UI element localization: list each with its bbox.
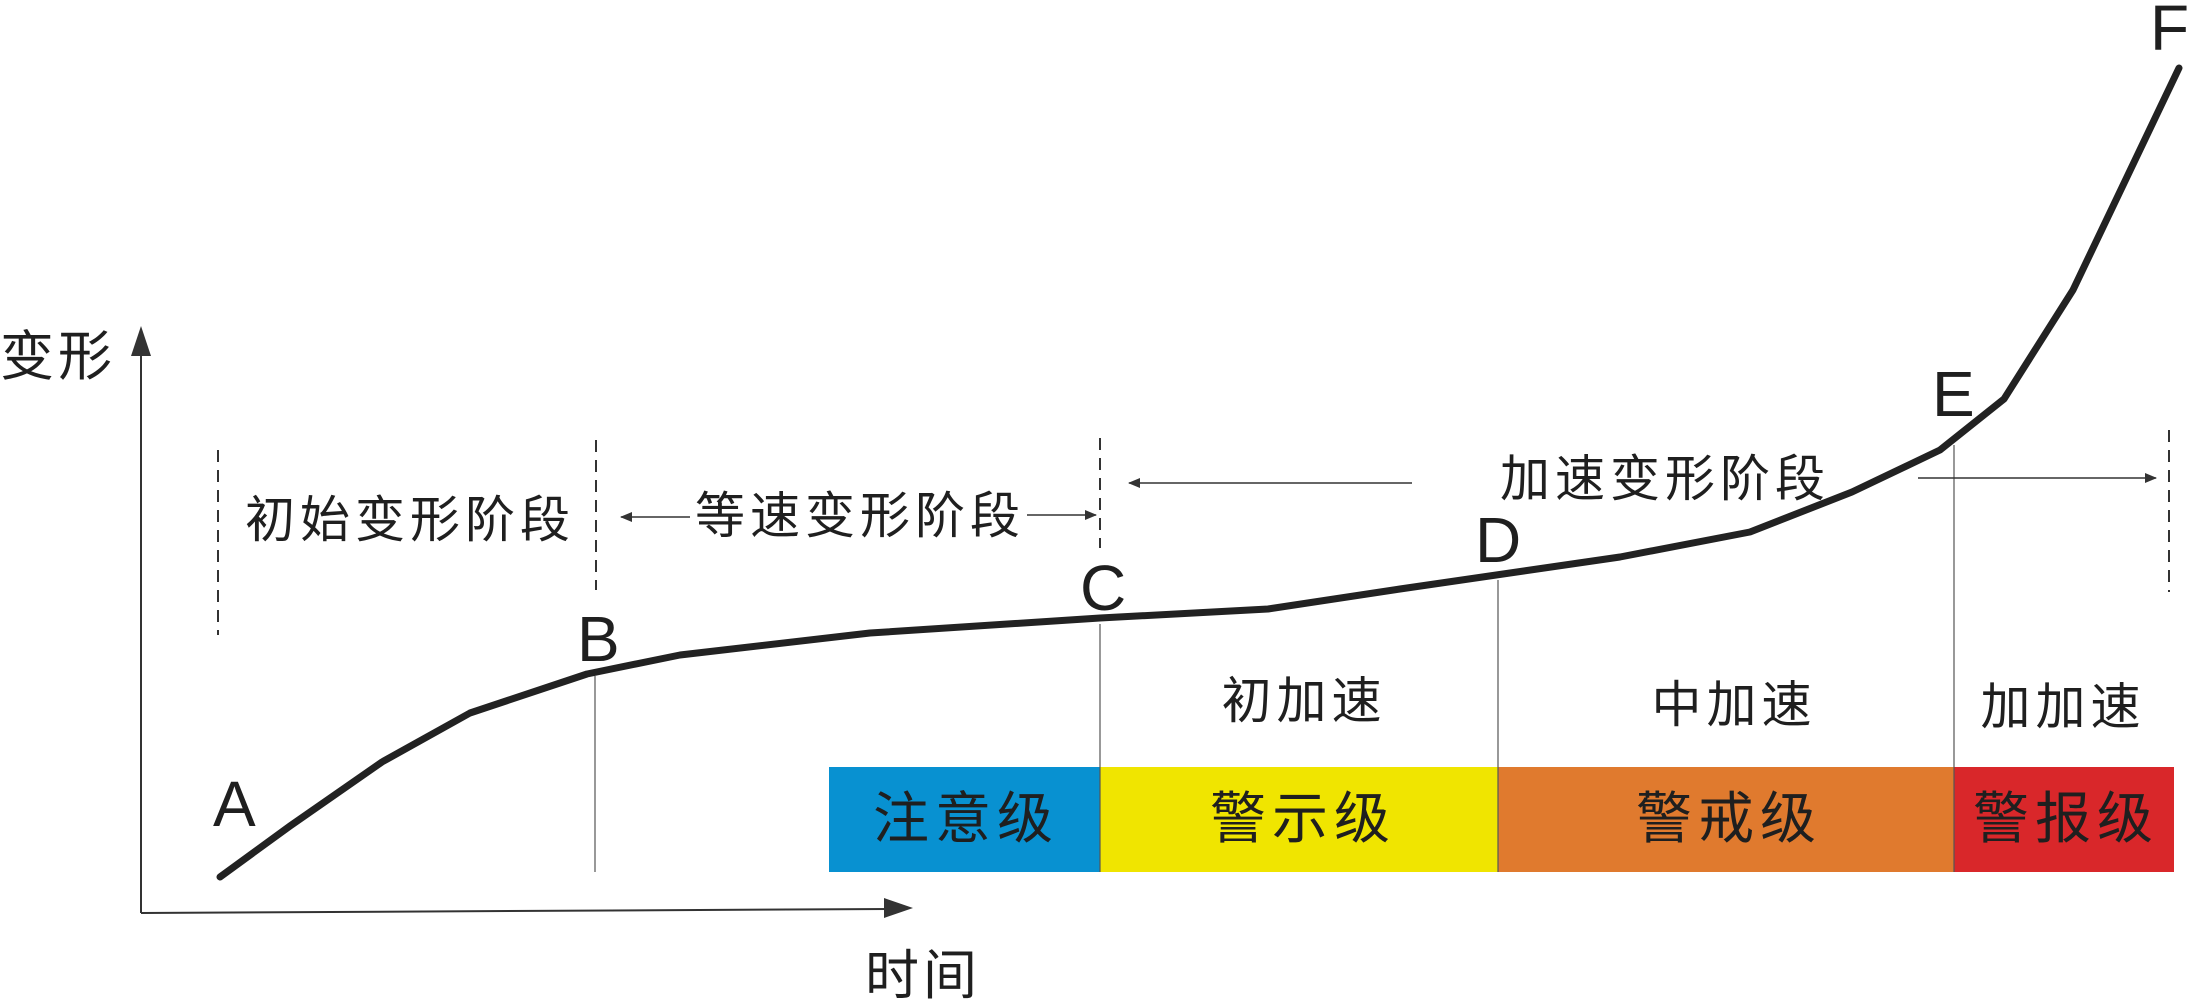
- axes: 变形 时间: [0, 325, 981, 1002]
- attention-level-box: [829, 767, 1100, 872]
- stage-dividers: [217, 430, 2170, 872]
- deformation-curve: [216, 64, 2183, 881]
- point-e-label: E: [1932, 358, 1975, 430]
- sharp-acceleration-label: 加加速: [1981, 678, 2146, 736]
- point-a-label: A: [213, 768, 256, 840]
- alarm-level-label: 警报级: [1973, 787, 2159, 852]
- y-axis-label: 变形: [0, 325, 116, 388]
- x-axis: [140, 908, 891, 914]
- constant-stage-label: 等速变形阶段: [695, 487, 1025, 545]
- accelerating-stage-label: 加速变形阶段: [1500, 450, 1830, 508]
- attention-level-label: 注意级: [873, 787, 1059, 852]
- point-c-label: C: [1080, 552, 1126, 624]
- stage-labels: 初始变形阶段 等速变形阶段 加速变形阶段: [245, 450, 1830, 549]
- x-axis-label: 时间: [865, 944, 981, 1002]
- initial-acceleration-label: 初加速: [1222, 672, 1387, 730]
- warning-level-box: [1100, 767, 1498, 872]
- stage-arrows: [620, 473, 2157, 522]
- alert-level-box: [1498, 767, 1954, 872]
- point-d-label: D: [1475, 504, 1521, 576]
- point-labels: A B C D E F: [213, 0, 2189, 840]
- warning-levels: 注意级 警示级 警戒级 警报级: [829, 767, 2174, 872]
- point-b-label: B: [577, 603, 620, 675]
- y-axis-arrow-icon: [131, 326, 151, 356]
- x-axis-arrow-icon: [884, 898, 913, 918]
- point-f-label: F: [2150, 0, 2189, 64]
- medium-acceleration-label: 中加速: [1652, 676, 1817, 734]
- alarm-level-box: [1954, 767, 2174, 872]
- warning-level-label: 警示级: [1210, 787, 1396, 852]
- alert-level-label: 警戒级: [1636, 787, 1822, 852]
- initial-stage-label: 初始变形阶段: [245, 491, 575, 549]
- sub-stage-labels: 初加速 中加速 加加速: [1222, 672, 2146, 736]
